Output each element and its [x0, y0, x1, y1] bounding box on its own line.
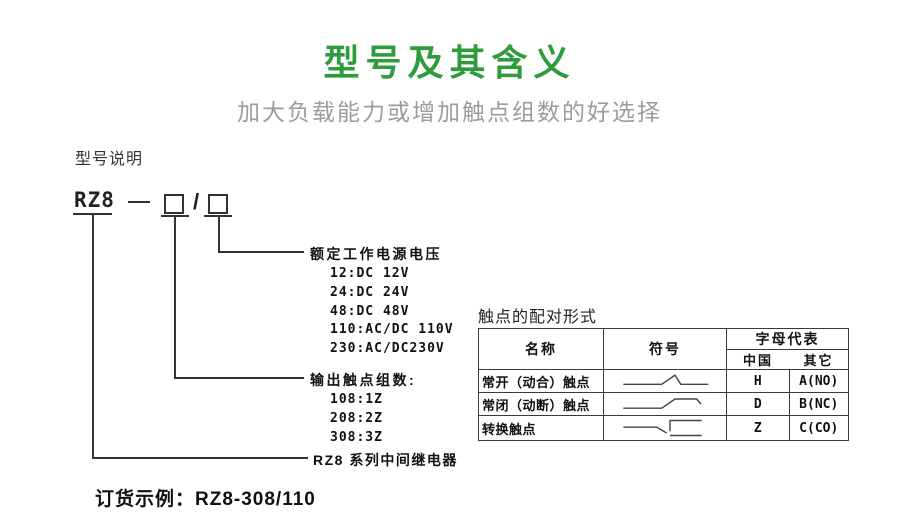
model-slash-text: /: [193, 189, 200, 214]
series-branch-label: RZ8 系列中间继电器: [313, 452, 458, 468]
connector-vertical-contacts: [174, 217, 176, 379]
other-letter-cell: B(NC): [788, 392, 849, 416]
normally-closed-contact-icon: [623, 398, 702, 409]
column-header-china: 中国: [726, 349, 789, 370]
underline-box2: [204, 215, 232, 217]
model-code-box-1: [164, 194, 184, 214]
table-row: 常闭（动断）触点 D B(NC): [478, 392, 849, 416]
other-letter-cell: C(CO): [788, 415, 849, 441]
connector-horizontal-voltage: [218, 251, 304, 253]
underline-box1: [161, 215, 189, 217]
page-subtitle: 加大负载能力或增加触点组数的好选择: [237, 99, 662, 125]
model-section-label: 型号说明: [75, 151, 144, 168]
page-title: 型号及其含义: [323, 42, 576, 83]
contact-symbol-cell: [603, 415, 727, 441]
china-letter-cell: Z: [726, 415, 790, 441]
connector-horizontal-contacts: [174, 377, 304, 379]
contact-name-cell: 常开（动合）触点: [478, 369, 604, 393]
voltage-option: 24:DC 24V: [330, 284, 410, 300]
contact-table-title: 触点的配对形式: [478, 309, 598, 326]
other-letter-cell: A(NO): [788, 369, 849, 393]
contact-pairing-table: 名称 符号 字母代表 中国 其它 常开（动合）触点 H A(NO) 常闭（动断）…: [478, 328, 849, 441]
changeover-contact-icon: [623, 419, 702, 437]
contact-symbol-cell: [603, 392, 727, 416]
china-letter-cell: D: [726, 392, 790, 416]
connector-vertical-voltage: [218, 217, 220, 253]
voltage-option-list: 12:DC 12V 24:DC 24V 48:DC 48V 110:AC/DC …: [330, 265, 454, 359]
column-header-other: 其它: [789, 349, 849, 370]
column-header-letter-group: 字母代表: [726, 328, 849, 350]
normally-open-contact-icon: [623, 374, 709, 386]
voltage-option: 48:DC 48V: [330, 303, 410, 319]
voltage-branch-label: 额定工作电源电压: [310, 246, 442, 262]
column-header-symbol: 符号: [603, 328, 727, 370]
connector-vertical-series: [92, 215, 94, 459]
contact-group-branch-label: 输出触点组数:: [310, 372, 417, 388]
model-prefix-text: RZ8: [74, 188, 115, 212]
model-dash-line: [128, 201, 150, 203]
order-example-text: 订货示例：RZ8-308/110: [95, 489, 316, 510]
column-header-name: 名称: [478, 328, 604, 370]
china-letter-cell: H: [726, 369, 790, 393]
underline-prefix: [73, 213, 112, 215]
contact-name-cell: 常闭（动断）触点: [478, 392, 604, 416]
voltage-option: 230:AC/DC230V: [330, 341, 445, 357]
connector-horizontal-series: [92, 457, 308, 459]
contact-group-option: 108:1Z: [330, 392, 383, 407]
table-row: 常开（动合）触点 H A(NO): [478, 369, 849, 393]
table-row: 转换触点 Z C(CO): [478, 415, 849, 441]
contact-group-option: 208:2Z: [330, 411, 383, 427]
model-code-box-2: [208, 194, 228, 214]
contact-group-option-list: 108:1Z 208:2Z 308:3Z: [330, 390, 383, 448]
voltage-option: 12:DC 12V: [330, 266, 410, 281]
contact-group-option: 308:3Z: [330, 430, 383, 446]
voltage-option: 110:AC/DC 110V: [330, 322, 454, 338]
contact-name-cell: 转换触点: [478, 415, 604, 441]
contact-symbol-cell: [603, 369, 727, 393]
